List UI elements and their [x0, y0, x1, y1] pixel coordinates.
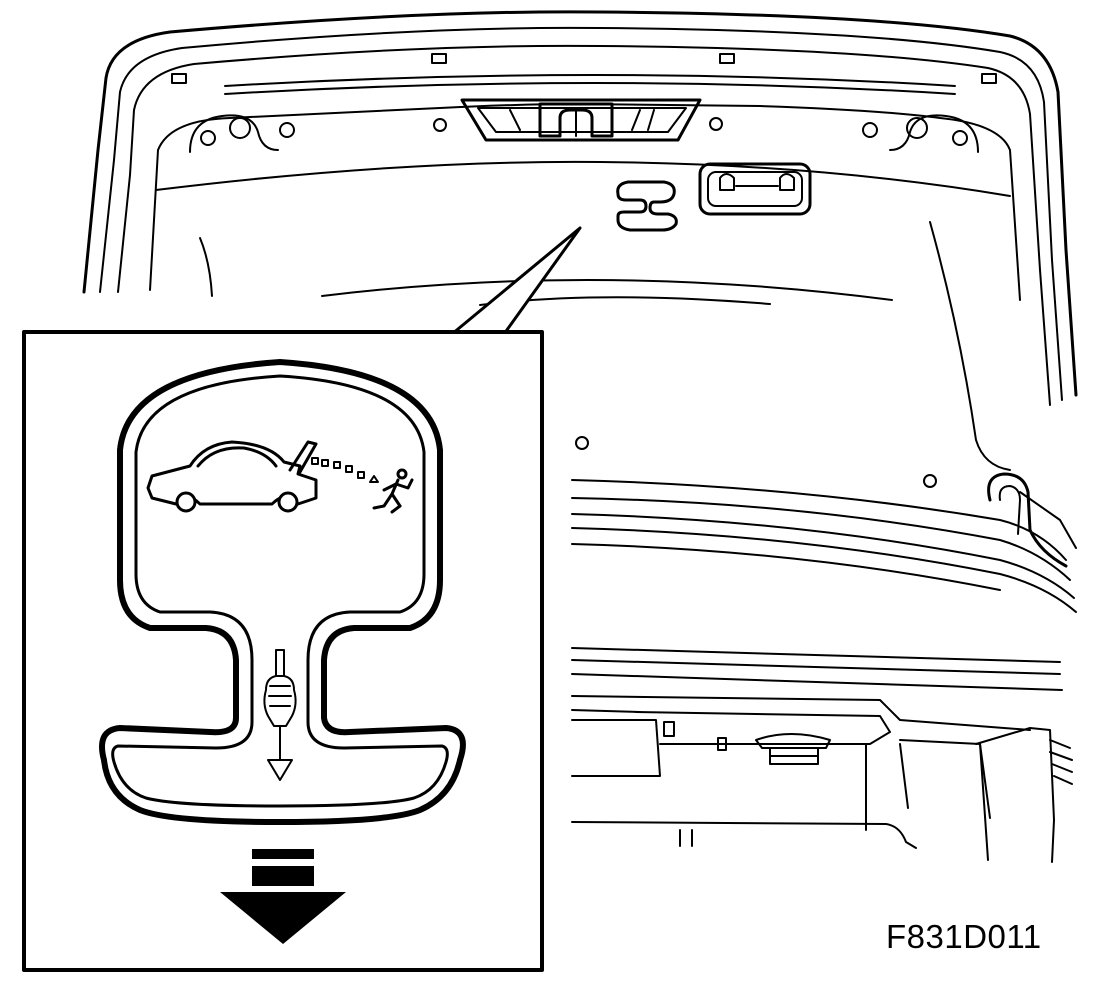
mount-hole [710, 118, 722, 130]
handle-pull-arrow [264, 650, 295, 780]
emergency-release-handle-icon [102, 362, 463, 822]
body-sill [572, 696, 1030, 730]
panel-crease [156, 162, 1010, 196]
trunk-side-panel [976, 728, 1054, 862]
person-legs [374, 494, 400, 512]
car-wheel [279, 493, 297, 511]
rim-slot [172, 74, 186, 83]
car-wheel [177, 493, 195, 511]
light-clip [720, 174, 734, 190]
escape-path-dots [312, 458, 378, 482]
arrow-head [220, 892, 346, 944]
small-clip [664, 722, 674, 736]
body-sill [572, 674, 1062, 690]
latch-housing-inner [478, 108, 686, 132]
mount-hole [576, 437, 588, 449]
bolt-fitting [756, 734, 830, 748]
person-head [398, 470, 406, 478]
panel-crease [930, 222, 1010, 470]
handle-inner-contour [113, 376, 448, 806]
lower-panel-edge [572, 514, 1074, 598]
person-escaping-icon [374, 470, 412, 512]
callout-pointer [452, 228, 580, 334]
trunk-floor-frame [636, 712, 890, 744]
latch-rib [648, 110, 654, 130]
figure-code: F831D011 [886, 918, 1042, 955]
pull-down-arrow-icon [220, 849, 346, 944]
rim-slot [720, 54, 734, 63]
body-sill [572, 710, 640, 712]
body-sill [572, 660, 1060, 674]
mount-hole [907, 118, 927, 138]
mount-hole [434, 119, 446, 131]
lid-edge-inner-2 [118, 46, 1050, 405]
car-with-open-trunk-icon [148, 442, 316, 511]
small-clip [718, 738, 726, 750]
lower-panel-edge [572, 498, 1070, 580]
trunk-side-panel [980, 744, 988, 860]
path-dot [334, 462, 340, 468]
light-clip [780, 174, 794, 190]
latch-rib [510, 110, 520, 130]
trunk-floor-frame [900, 744, 908, 808]
mount-hole [953, 131, 967, 145]
light-housing [700, 164, 810, 214]
detail-callout [24, 332, 542, 970]
path-dot [312, 458, 318, 464]
emergency-release-handle-small [618, 182, 677, 230]
hinge-arm [1020, 492, 1076, 548]
trunk-floor-frame [900, 740, 990, 818]
person-arms [384, 480, 412, 490]
lid-outer-edge [84, 12, 1076, 395]
trunk-lid-icon [84, 12, 1076, 862]
latch-lock [540, 104, 612, 136]
lower-panel-edge [572, 528, 1076, 612]
rim-slot [982, 74, 996, 83]
mount-hole [863, 123, 877, 137]
panel-crease [200, 238, 212, 296]
mount-hole [230, 118, 250, 138]
arrow-bar-top [252, 849, 314, 859]
hinge-arm [989, 474, 1066, 566]
lower-panel-edge [572, 480, 1066, 560]
path-dot [346, 466, 352, 472]
latch-housing [462, 100, 700, 140]
rim-slot [432, 54, 446, 63]
lid-top-rib [225, 75, 955, 86]
path-dot [358, 472, 364, 478]
trunk-floor-frame [572, 720, 660, 776]
open-trunk-lid [290, 442, 316, 472]
arrow-bar-mid [252, 866, 314, 886]
mount-hole [924, 475, 936, 487]
car-window [198, 448, 276, 466]
finger-lines [269, 686, 291, 706]
hand-grip [264, 676, 295, 726]
lower-panel-edge [572, 544, 1000, 590]
mount-hole [201, 131, 215, 145]
left-mount-lobe [190, 115, 278, 152]
body-sill [572, 648, 1060, 662]
lid-top-rib-2 [225, 83, 955, 94]
panel-crease [322, 280, 892, 300]
right-mount-lobe [890, 115, 978, 152]
path-dot [322, 460, 328, 466]
light-housing-inner [708, 172, 802, 206]
trunk-floor-frame [572, 822, 916, 848]
latch-rib [632, 110, 640, 130]
hinge-arm [1000, 486, 1020, 534]
lid-edge-inner-1 [100, 28, 1062, 400]
seal-hatching [1050, 740, 1072, 784]
path-dot [370, 476, 378, 482]
mount-hole [280, 123, 294, 137]
arrow-down-head [268, 760, 292, 780]
